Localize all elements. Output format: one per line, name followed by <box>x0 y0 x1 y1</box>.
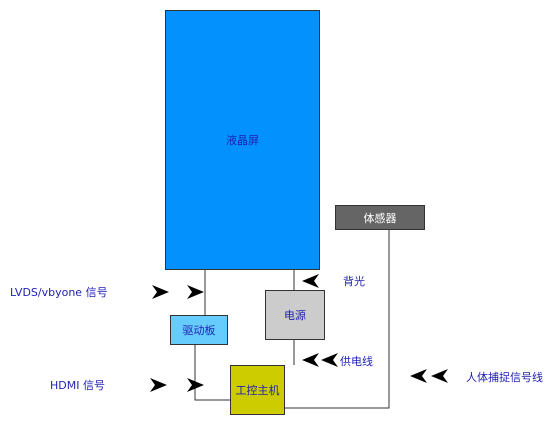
driver-board-label: 驱动板 <box>182 324 216 337</box>
power-line-label: 供电线 <box>340 355 373 368</box>
arrow-right-icon <box>150 377 167 392</box>
lcd-screen: 液晶屏 <box>165 10 320 270</box>
motion-sensor-label: 体感器 <box>363 211 397 225</box>
sensor-host-line <box>285 230 390 409</box>
motion-sensor: 体感器 <box>335 205 425 230</box>
arrow-right-icon <box>187 377 204 392</box>
hdmi-signal-label: HDMI 信号 <box>50 379 105 392</box>
lvds-signal-label: LVDS/vbyone 信号 <box>10 286 108 299</box>
driver-board: 驱动板 <box>170 315 228 345</box>
hdmi-arrows <box>150 377 204 392</box>
body-signal-arrows <box>410 368 448 383</box>
backlight-arrows <box>302 273 319 288</box>
arrow-left-icon <box>302 352 319 367</box>
power-supply: 电源 <box>265 290 325 340</box>
arrow-left-icon <box>321 352 338 367</box>
arrow-right-icon <box>152 284 169 299</box>
industrial-host: 工控主机 <box>230 365 285 415</box>
backlight-label: 背光 <box>343 275 365 288</box>
arrow-left-icon <box>431 368 448 383</box>
arrow-right-icon <box>187 284 204 299</box>
power-supply-label: 电源 <box>284 309 306 322</box>
body-signal-label: 人体捕捉信号线 <box>466 371 543 384</box>
driver-host-line <box>194 345 230 401</box>
power-line-arrows <box>302 352 338 367</box>
industrial-host-label: 工控主机 <box>235 384 280 397</box>
lvds-arrows <box>152 284 204 299</box>
lcd-screen-label: 液晶屏 <box>226 134 259 147</box>
arrow-left-icon <box>302 273 319 288</box>
arrow-left-icon <box>410 368 427 383</box>
